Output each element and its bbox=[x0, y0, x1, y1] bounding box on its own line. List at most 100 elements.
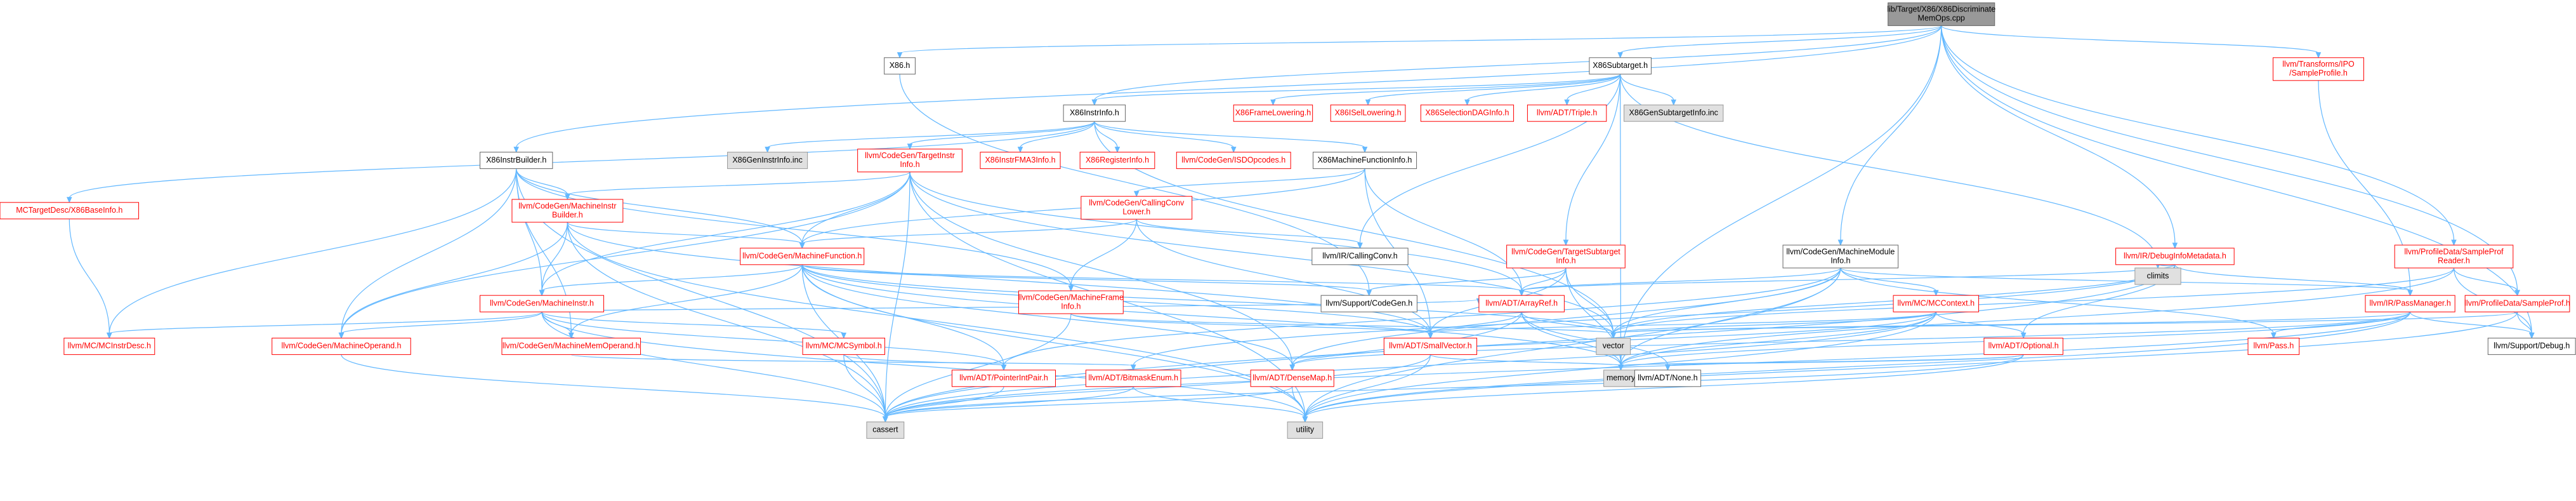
node-mccontext[interactable]: llvm/MC/MCContext.h bbox=[1893, 295, 1980, 312]
arrowhead-callconv-to-mfi bbox=[1068, 285, 1074, 292]
node-label-arrayref: llvm/ADT/ArrayRef.h bbox=[1485, 298, 1558, 307]
edge-root-to-ipo bbox=[1941, 25, 2319, 54]
node-x86h[interactable]: X86.h bbox=[884, 57, 916, 75]
node-box-ptrint bbox=[951, 370, 1056, 387]
arrowhead-mi-to-mmo bbox=[568, 332, 574, 339]
arrowhead-mi-to-mo bbox=[338, 332, 345, 339]
arrowhead-mccontext-to-optional bbox=[2020, 332, 2027, 339]
node-irconv[interactable]: llvm/IR/CallingConv.h bbox=[1311, 248, 1409, 265]
edge-mccontext-to-optional bbox=[1935, 311, 2024, 334]
node-box-climits bbox=[2134, 267, 2181, 285]
edge-instrinfo-to-machfuncinfo bbox=[1094, 121, 1365, 149]
node-ipo[interactable]: llvm/Transforms/IPO/SampleProfile.h bbox=[2273, 57, 2364, 81]
node-seldag[interactable]: X86SelectionDAGInfo.h bbox=[1420, 104, 1515, 122]
edge-ptrint-to-cassert bbox=[884, 386, 1004, 418]
edge-subtarget-to-instrinfo bbox=[1094, 74, 1621, 101]
node-framelow[interactable]: X86FrameLowering.h bbox=[1233, 104, 1313, 122]
node-machfuncinfo[interactable]: X86MachineFunctionInfo.h bbox=[1313, 152, 1417, 170]
node-label-tsubinfo: Info.h bbox=[1556, 256, 1575, 265]
node-ptrint[interactable]: llvm/ADT/PointerIntPair.h bbox=[951, 370, 1056, 387]
node-label-seldag: X86SelectionDAGInfo.h bbox=[1425, 108, 1509, 117]
nodes-layer: lib/Target/X86/X86DiscriminateMemOps.cpp… bbox=[0, 2, 2576, 439]
node-debuginfo[interactable]: llvm/IR/DebugInfoMetadata.h bbox=[2115, 248, 2235, 265]
node-none[interactable]: llvm/ADT/None.h bbox=[1634, 370, 1702, 387]
node-fma3[interactable]: X86InstrFMA3Info.h bbox=[980, 152, 1061, 170]
edge-mccontext-to-memory bbox=[1620, 312, 1936, 366]
edge-root-to-instrbuilder bbox=[516, 25, 1942, 148]
edge-callconv-to-smallvec bbox=[1136, 219, 1431, 334]
node-arrayref[interactable]: llvm/ADT/ArrayRef.h bbox=[1478, 295, 1565, 312]
node-mf[interactable]: llvm/CodeGen/MachineFunction.h bbox=[740, 248, 865, 265]
node-instrinfo[interactable]: X86InstrInfo.h bbox=[1063, 104, 1126, 122]
node-label-callconv: llvm/CodeGen/CallingConv bbox=[1089, 198, 1185, 207]
node-sampleprof[interactable]: llvm/ProfileData/SampleProf.h bbox=[2464, 295, 2570, 312]
arrowhead-mccontext-to-densemap bbox=[1289, 364, 1295, 371]
node-isellow[interactable]: X86ISelLowering.h bbox=[1330, 104, 1406, 122]
edge-subtarget-to-climits bbox=[1620, 74, 2159, 264]
arrowhead-mi-to-mcsymbol bbox=[841, 332, 847, 339]
arrowhead-callconv-to-mf bbox=[799, 243, 805, 250]
node-reginfo[interactable]: X86RegisterInfo.h bbox=[1079, 152, 1155, 170]
edge-smallvec-to-cassert bbox=[884, 354, 1431, 418]
node-mcbase[interactable]: MCTargetDesc/X86BaseInfo.h bbox=[0, 202, 140, 220]
node-box-root bbox=[1888, 2, 1995, 26]
node-label-cassert: cassert bbox=[872, 425, 898, 434]
node-label-gensub: X86GenSubtargetInfo.inc bbox=[1629, 108, 1718, 117]
edge-arrayref-to-smallvec bbox=[1429, 311, 1522, 334]
edge-root-to-debug bbox=[1941, 25, 2532, 334]
edge-mf-to-arrayref bbox=[801, 264, 1522, 291]
node-isdop[interactable]: llvm/CodeGen/ISDOpcodes.h bbox=[1176, 152, 1291, 170]
edge-subtarget-to-isellow bbox=[1367, 74, 1621, 101]
edge-optional-to-utility bbox=[1304, 354, 2024, 418]
node-box-gensub bbox=[1624, 104, 1724, 122]
edge-instrinfo-to-fma3 bbox=[1020, 121, 1095, 148]
node-triple[interactable]: llvm/ADT/Triple.h bbox=[1527, 104, 1607, 122]
node-label-debug: llvm/Support/Debug.h bbox=[2494, 342, 2570, 351]
edge-mmi-to-utility bbox=[1304, 267, 1841, 418]
node-optional[interactable]: llvm/ADT/Optional.h bbox=[1983, 337, 2063, 355]
arrowhead-subtarget-to-instrinfo bbox=[1091, 99, 1098, 106]
edge-subtarget-to-tsubinfo bbox=[1565, 74, 1621, 241]
arrowhead-root-to-instrbuilder bbox=[513, 147, 519, 153]
node-box-mi bbox=[480, 295, 605, 312]
node-densemap[interactable]: llvm/ADT/DenseMap.h bbox=[1250, 370, 1334, 387]
node-bitmask[interactable]: llvm/ADT/BitmaskEnum.h bbox=[1085, 370, 1181, 387]
node-instrbuilder[interactable]: X86InstrBuilder.h bbox=[480, 152, 553, 170]
edge-debuginfo-to-bitmask bbox=[1133, 264, 2176, 366]
node-passmgr[interactable]: llvm/IR/PassManager.h bbox=[2365, 295, 2455, 312]
edge-arrayref-to-vector bbox=[1521, 311, 1614, 334]
edge-tsubinfo-to-arrayref bbox=[1521, 267, 1567, 291]
node-supcg[interactable]: llvm/Support/CodeGen.h bbox=[1320, 295, 1417, 312]
node-debug[interactable]: llvm/Support/Debug.h bbox=[2487, 337, 2576, 355]
node-mi[interactable]: llvm/CodeGen/MachineInstr.h bbox=[480, 295, 605, 312]
node-box-smallvec bbox=[1383, 337, 1478, 355]
node-mcsymbol[interactable]: llvm/MC/MCSymbol.h bbox=[802, 337, 886, 355]
edge-optional-to-memory bbox=[1620, 354, 2024, 366]
node-smallvec[interactable]: llvm/ADT/SmallVector.h bbox=[1383, 337, 1478, 355]
node-mcinstrdesc[interactable]: llvm/MC/MCInstrDesc.h bbox=[63, 337, 155, 355]
node-label-framelow: X86FrameLowering.h bbox=[1235, 108, 1311, 117]
arrowhead-mccontext-to-smallvec bbox=[1428, 332, 1433, 339]
arrowhead-mcsymbol-to-ptrint bbox=[1001, 364, 1007, 371]
node-mmo[interactable]: llvm/CodeGen/MachineMemOperand.h bbox=[501, 337, 641, 355]
node-subtarget[interactable]: X86Subtarget.h bbox=[1589, 57, 1652, 75]
node-box-geninstr bbox=[727, 152, 808, 170]
node-mo[interactable]: llvm/CodeGen/MachineOperand.h bbox=[272, 337, 411, 355]
node-box-supcg bbox=[1320, 295, 1417, 312]
node-pass[interactable]: llvm/Pass.h bbox=[2247, 337, 2300, 355]
node-box-mcinstrdesc bbox=[63, 337, 155, 355]
edge-passmgr-to-densemap bbox=[1292, 311, 2411, 366]
edge-mmi-to-passmgr bbox=[1840, 267, 2411, 291]
node-label-bitmask: llvm/ADT/BitmaskEnum.h bbox=[1088, 373, 1178, 382]
node-box-instrinfo bbox=[1063, 104, 1126, 122]
node-vector: vector bbox=[1596, 337, 1631, 355]
arrowhead-instrinfo-to-fma3 bbox=[1017, 147, 1023, 153]
